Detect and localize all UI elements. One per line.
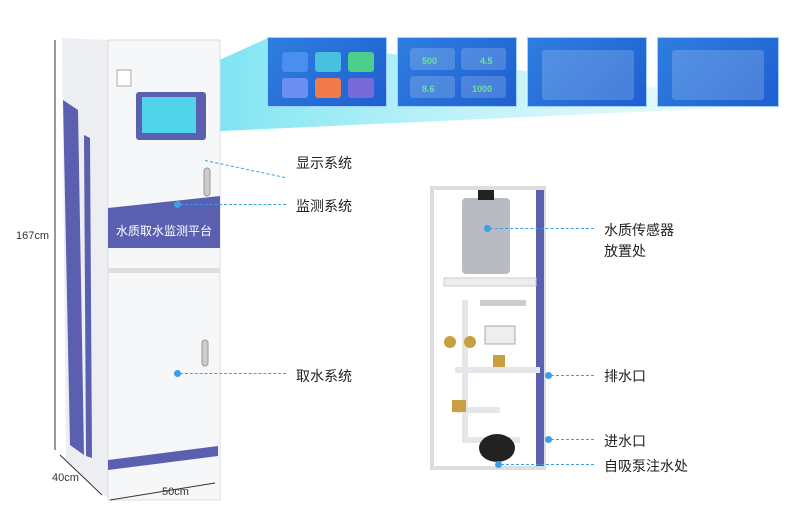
callout-drain: 排水口 <box>604 368 646 384</box>
callout-inlet: 进水口 <box>604 433 646 449</box>
cabinet-panel-text: 水质取水监测平台 <box>116 224 213 238</box>
value-1: 500 <box>422 56 438 66</box>
dimension-depth: 40cm <box>52 472 79 484</box>
value-3: 8.6 <box>422 84 435 94</box>
dimension-width: 50cm <box>162 486 189 498</box>
dimension-height: 167cm <box>16 230 50 242</box>
callout-monitoring: 监测系统 <box>296 198 352 214</box>
callout-sensor-line2: 放置处 <box>604 243 646 259</box>
ui-screen-home <box>267 37 387 107</box>
value-2: 4.5 <box>480 56 493 66</box>
ui-screen-settings-1 <box>527 37 647 107</box>
ui-screen-values: 500 4.5 8.6 1000 <box>397 37 517 107</box>
callout-intake: 取水系统 <box>296 368 352 384</box>
ui-screen-settings-2 <box>657 37 779 107</box>
callout-display: 显示系统 <box>296 155 352 171</box>
value-4: 1000 <box>472 84 493 94</box>
callout-pump: 自吸泵注水处 <box>604 458 688 474</box>
callout-sensor-line1: 水质传感器 <box>604 222 674 238</box>
